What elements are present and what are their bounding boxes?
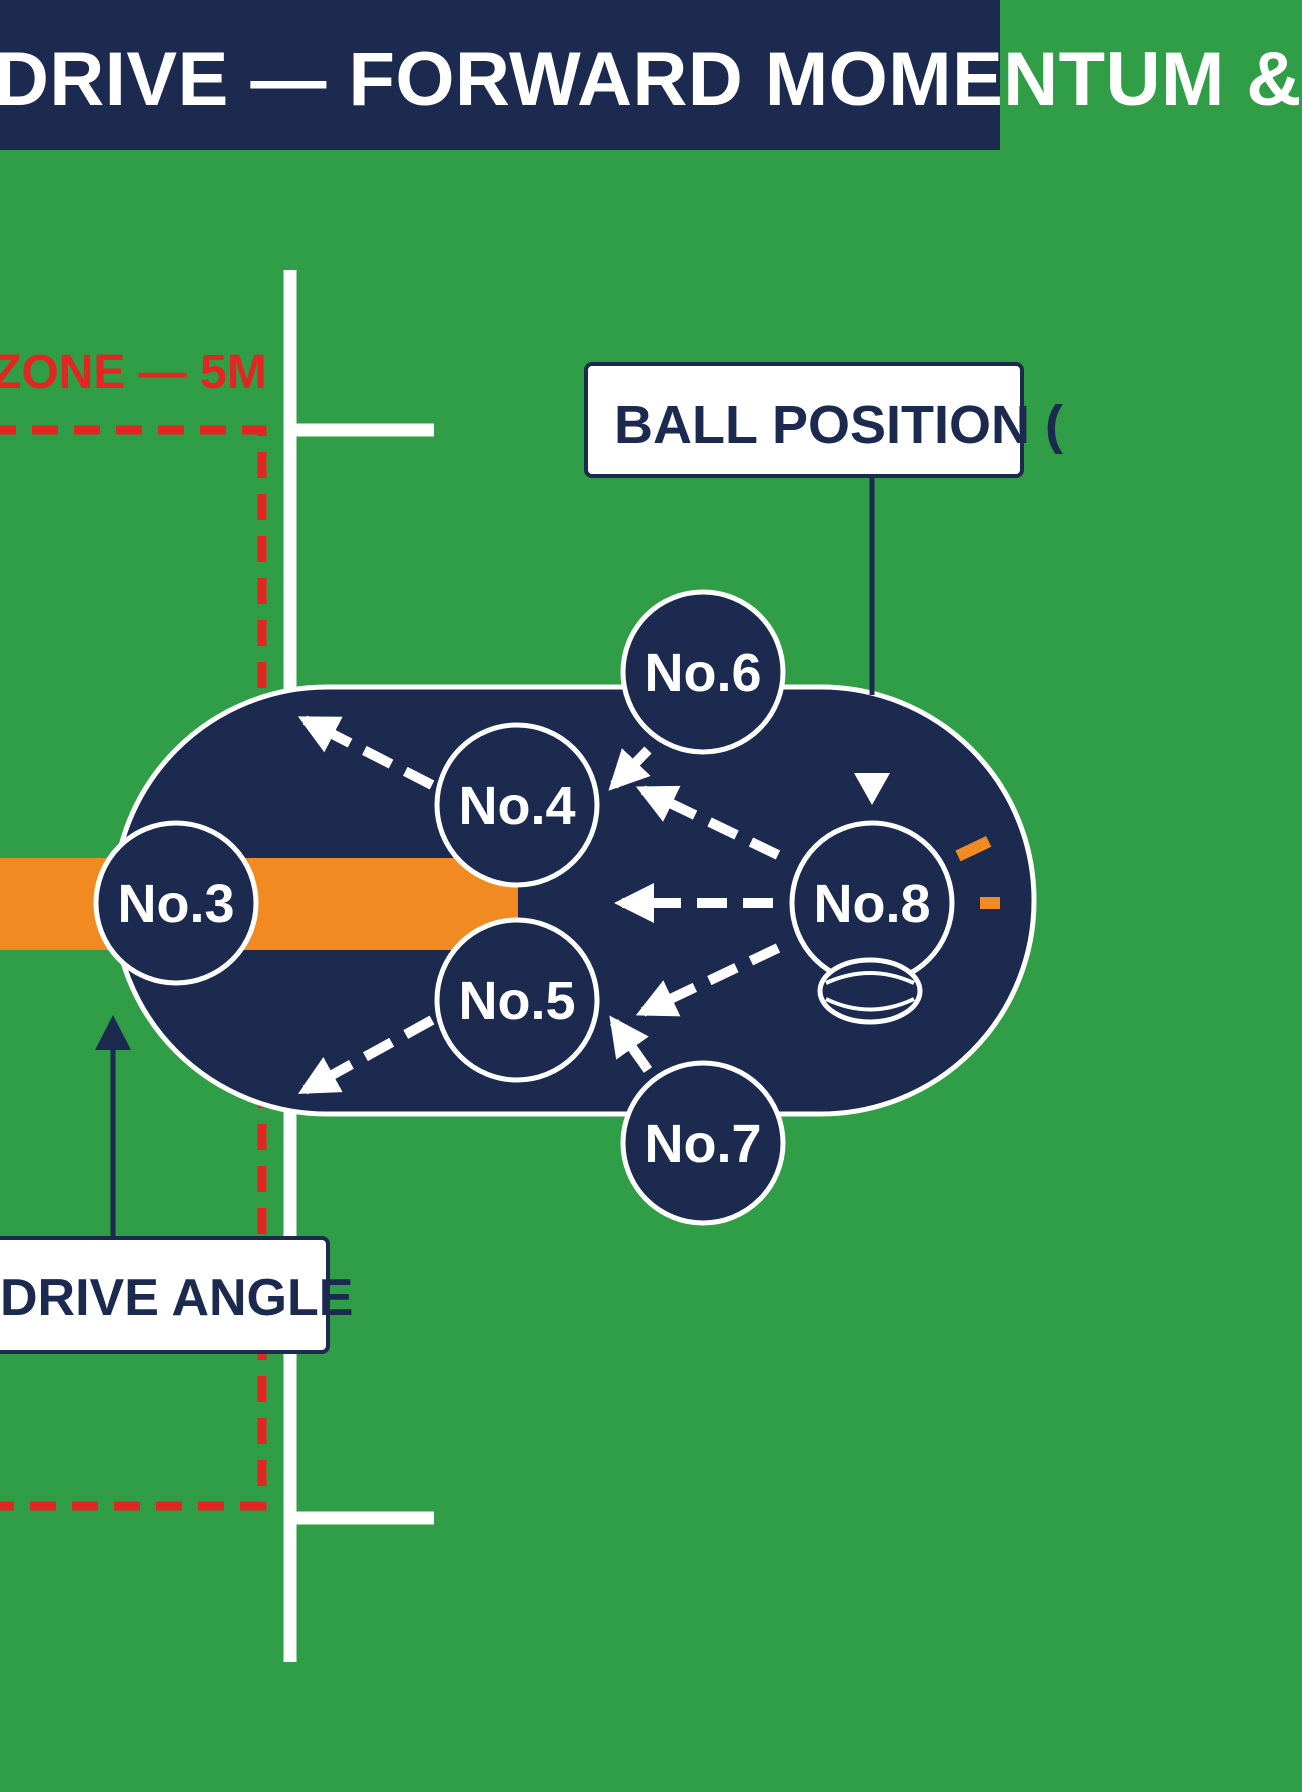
player-no4-label: No.4 (458, 776, 575, 836)
arrow-no6-to-no4 (608, 746, 652, 791)
ball-position-label: BALL POSITION ( (614, 395, 1064, 455)
ball-pointer-arrowhead (854, 773, 890, 805)
field-diagram: No.3 No.4 No.5 No.6 No.7 No.8 (0, 270, 1037, 1662)
zone-label: ZONE — 5M (0, 346, 267, 399)
diagram-title: DRIVE — FORWARD MOMENTUM & (0, 37, 1302, 122)
player-no3-label: No.3 (117, 874, 234, 934)
player-no7: No.7 (620, 1060, 786, 1226)
arrow-no4-left-up (297, 715, 435, 790)
drive-angle-callout: DRIVE ANGLE (0, 1236, 353, 1354)
rugby-ball-icon (817, 957, 923, 1025)
title-banner: DRIVE — FORWARD MOMENTUM & (0, 0, 1301, 150)
drive-line-right (955, 830, 1003, 862)
player-no4: No.4 (434, 722, 600, 888)
arrow-no8-to-no5 (635, 943, 781, 1017)
ball-position-callout: BALL POSITION ( (584, 362, 1063, 478)
arrow-no5-left-down (297, 1015, 435, 1095)
rugby-diagram: DRIVE — FORWARD MOMENTUM & (0, 0, 1301, 1662)
drive-bar-left (0, 858, 518, 950)
player-no3: No.3 (93, 820, 259, 986)
player-no8-label: No.8 (813, 874, 930, 934)
player-no6-label: No.6 (644, 643, 761, 703)
arrow-no7-to-no5 (609, 1015, 653, 1073)
drive-angle-arrowhead (95, 1015, 131, 1050)
arrow-no8-to-no4 (635, 785, 781, 860)
player-no5-label: No.5 (458, 971, 575, 1031)
player-no6: No.6 (620, 589, 786, 755)
player-no7-label: No.7 (644, 1114, 761, 1174)
drive-angle-label: DRIVE ANGLE (0, 1269, 354, 1327)
player-no5: No.5 (434, 917, 600, 1083)
